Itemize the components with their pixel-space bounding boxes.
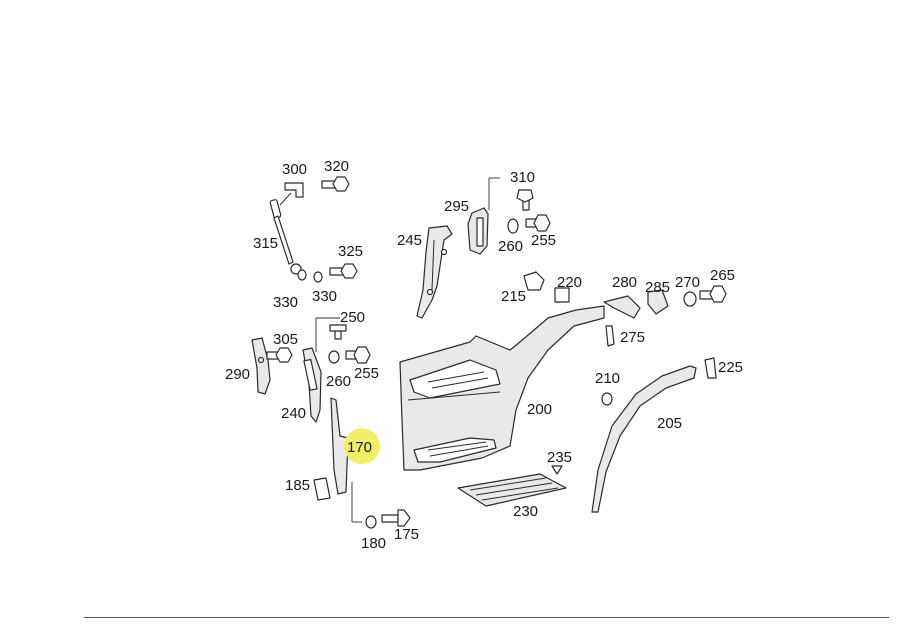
highlight-marker: [344, 428, 380, 464]
label-185: 185: [285, 477, 310, 494]
label-175: 175: [394, 526, 419, 543]
label-285: 285: [645, 279, 670, 296]
fender-205: [591, 365, 697, 513]
label-300: 300: [282, 161, 307, 178]
label-235: 235: [547, 449, 572, 466]
label-170: 170: [347, 439, 372, 456]
hinge-250-assembly: [302, 317, 371, 423]
label-210: 210: [595, 370, 620, 387]
label-260b: 260: [326, 373, 351, 390]
label-215: 215: [501, 288, 526, 305]
step-plate-230: [457, 465, 567, 507]
label-275: 275: [620, 329, 645, 346]
label-315: 315: [253, 235, 278, 252]
bottom-rule: [84, 617, 889, 618]
label-270: 270: [675, 274, 700, 291]
gas-strut-assembly: [269, 176, 358, 283]
label-330a: 330: [273, 294, 298, 311]
bracket-290: [251, 337, 293, 395]
label-320: 320: [324, 158, 349, 175]
bracket-170: [313, 397, 411, 529]
hinge-295: [467, 177, 500, 255]
label-330b: 330: [312, 288, 337, 305]
label-245: 245: [397, 232, 422, 249]
label-205: 205: [657, 415, 682, 432]
label-265: 265: [710, 267, 735, 284]
label-225: 225: [718, 359, 743, 376]
label-290: 290: [225, 366, 250, 383]
label-240: 240: [281, 405, 306, 422]
label-325: 325: [338, 243, 363, 260]
label-220: 220: [557, 274, 582, 291]
label-280: 280: [612, 274, 637, 291]
washer-bolt-upper: [507, 189, 551, 234]
label-295: 295: [444, 198, 469, 215]
label-250: 250: [340, 309, 365, 326]
part-labels: 300 320 310 295 315 245 260 255 325 330 …: [225, 158, 743, 552]
step-housing-200: [399, 305, 605, 471]
bracket-245: [416, 225, 453, 319]
label-310: 310: [510, 169, 535, 186]
label-230: 230: [513, 503, 538, 520]
label-305: 305: [273, 331, 298, 348]
label-260: 260: [498, 238, 523, 255]
label-255b: 255: [354, 365, 379, 382]
small-parts-right: [523, 271, 727, 406]
label-200: 200: [527, 401, 552, 418]
label-255: 255: [531, 232, 556, 249]
label-180: 180: [361, 535, 386, 552]
